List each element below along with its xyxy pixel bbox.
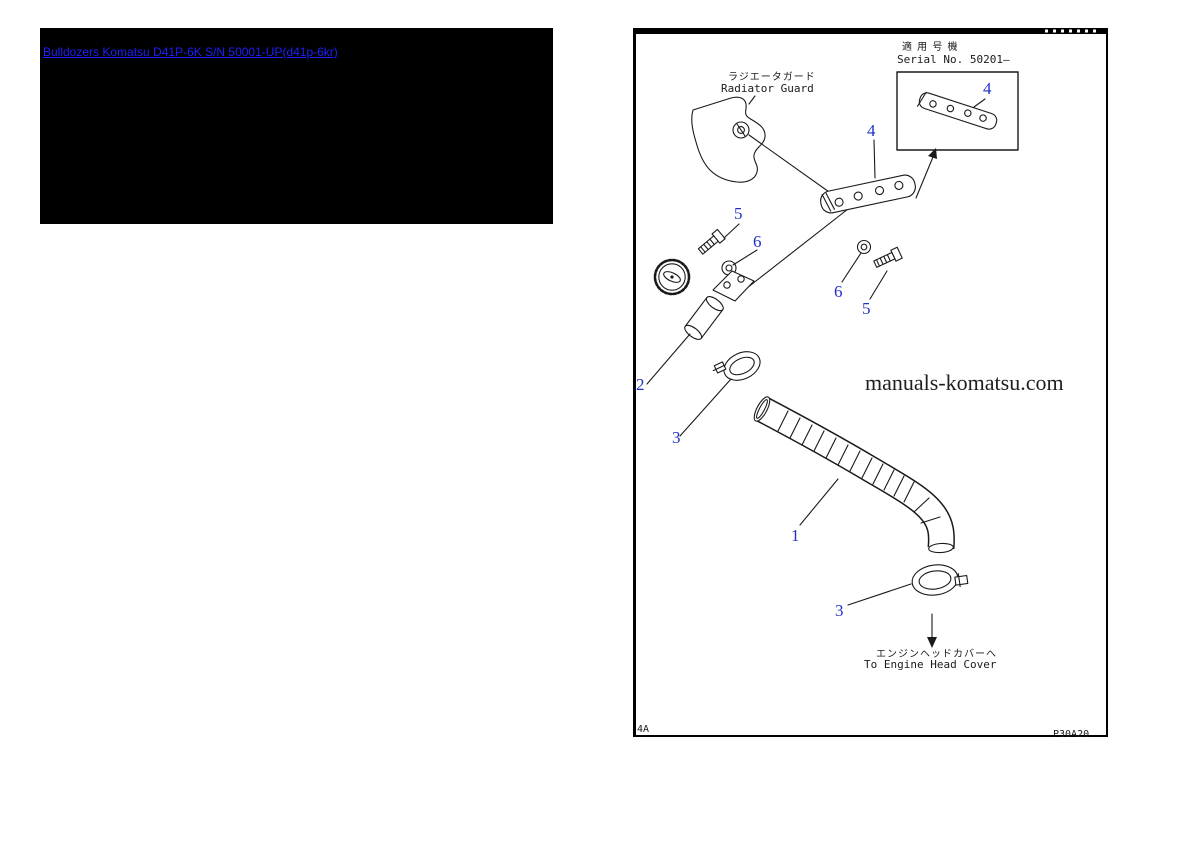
callout-3-lower[interactable]: 3: [835, 601, 844, 620]
hose-part-1: [753, 396, 955, 554]
watermark: manuals-komatsu.com: [865, 370, 1064, 395]
tube-part-2: [684, 296, 724, 340]
radiator-guard-label-en: Radiator Guard: [721, 82, 814, 95]
model-link[interactable]: Bulldozers Komatsu D41P-6K S/N 50001-UP(…: [43, 45, 338, 59]
callout-3-upper[interactable]: 3: [672, 428, 681, 447]
callout-4-bracket[interactable]: 4: [867, 121, 876, 140]
engine-head-label-jp: エンジンヘッドカバーへ: [876, 649, 997, 660]
inset-arrow: [915, 148, 937, 199]
frame-border: [633, 28, 1108, 737]
radiator-guard-shape: [691, 95, 766, 183]
radiator-cap: [653, 258, 691, 296]
callout-4-inset[interactable]: 4: [983, 79, 992, 98]
callout-5-left[interactable]: 5: [734, 204, 743, 223]
assembly-lines: [746, 134, 872, 289]
sheet-code-left: 4A: [637, 724, 650, 735]
leader-lines: [646, 98, 986, 606]
flow-arrow-down: [927, 613, 937, 648]
parts-diagram-panel: 適 用 号 機 Serial No. 50201— ラジエータガード Radia…: [633, 28, 1108, 740]
radiator-guard-label-jp: ラジエータガード: [728, 72, 816, 83]
washer-part-6-right: [856, 239, 872, 255]
callout-6-right[interactable]: 6: [834, 282, 843, 301]
header-panel: Bulldozers Komatsu D41P-6K S/N 50001-UP(…: [40, 28, 553, 224]
hose-clamp-part-3-upper: [712, 351, 761, 381]
callout-1-hose[interactable]: 1: [791, 526, 800, 545]
parts-diagram-drawing: [633, 28, 1108, 737]
bracket-part-4: [820, 174, 916, 214]
serial-inset-box: [896, 71, 1019, 151]
callout-5-right[interactable]: 5: [862, 299, 871, 318]
bolt-part-5-right: [873, 246, 903, 268]
sheet-code-right: P30A20: [1053, 729, 1090, 740]
engine-head-label-en: To Engine Head Cover: [864, 658, 997, 671]
plate-bracket: [712, 270, 755, 302]
callout-6-left[interactable]: 6: [753, 232, 762, 251]
hose-clamp-part-3-lower: [911, 564, 969, 596]
callout-2-tube[interactable]: 2: [636, 375, 645, 394]
serial-number: Serial No. 50201—: [897, 53, 1010, 66]
bolt-part-5-left: [697, 228, 726, 255]
serial-title-jp: 適 用 号 機: [902, 42, 959, 53]
